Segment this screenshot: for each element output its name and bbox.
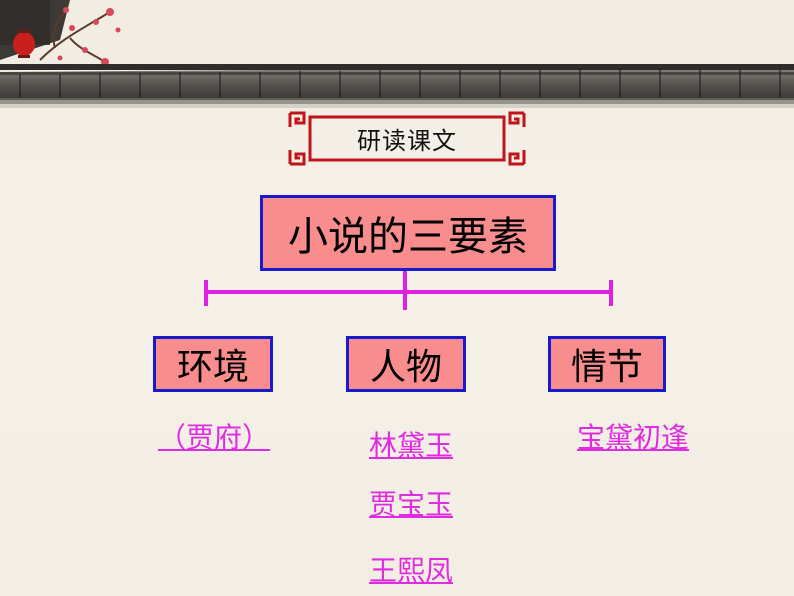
lantern-icon	[13, 30, 35, 58]
roof-banner-decoration	[0, 0, 794, 108]
link-character-3[interactable]: 王熙凤	[369, 554, 454, 587]
title-frame-decoration	[288, 111, 526, 166]
link-character-1[interactable]: 林黛玉	[369, 429, 454, 462]
element-box-plot: 情节	[548, 336, 666, 392]
link-environment-text: （贾府）	[158, 421, 271, 454]
main-node-box: 小说的三要素	[260, 195, 556, 271]
slide-title: 研读课文	[357, 127, 457, 155]
link-plot[interactable]: 宝黛初逢	[577, 421, 690, 454]
link-character-2[interactable]: 贾宝玉	[369, 488, 454, 521]
element-box-characters: 人物	[346, 336, 466, 392]
link-environment[interactable]: （贾府）	[158, 416, 300, 456]
element-box-environment: 环境	[153, 336, 273, 392]
